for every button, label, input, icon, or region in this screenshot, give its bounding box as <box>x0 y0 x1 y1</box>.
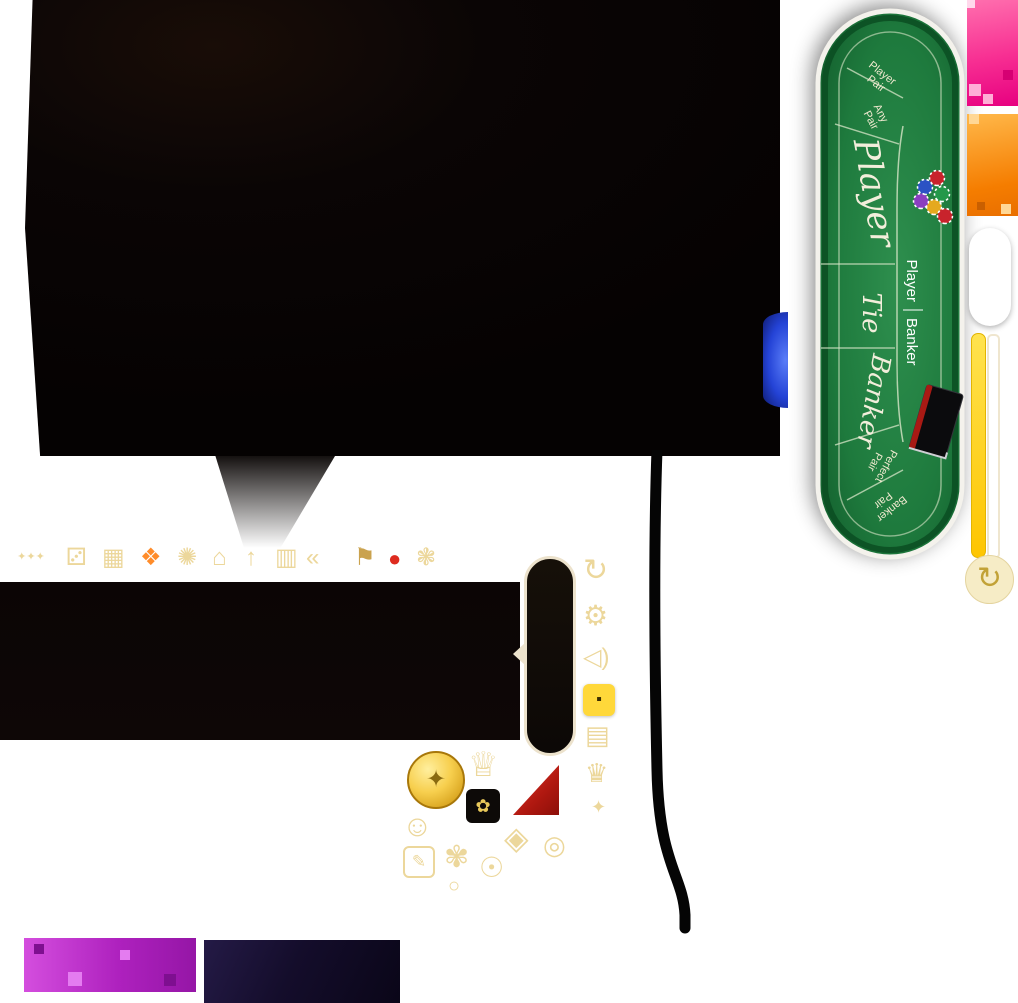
bet-dividers <box>821 67 904 501</box>
stats-icon[interactable]: ▥ <box>275 544 298 571</box>
chevrons-left-icon[interactable]: « <box>306 544 320 571</box>
table-inner-line <box>838 31 942 537</box>
target-icon[interactable]: ◎ <box>543 830 566 860</box>
cable-line <box>649 450 691 934</box>
sparkle-icon[interactable]: ✦ <box>591 797 607 817</box>
swap-view-button[interactable]: ↻ <box>965 555 1014 604</box>
chip-icon[interactable]: ❖ <box>140 544 162 571</box>
refresh-icon[interactable]: ↻ <box>583 554 609 587</box>
scroll-pill[interactable] <box>969 228 1011 326</box>
sound-icon[interactable]: ◁) <box>583 644 610 671</box>
arrow-up-icon[interactable]: ↑ <box>245 544 257 571</box>
settings-icon[interactable]: ⚙ <box>583 600 609 631</box>
bet-slider-track[interactable] <box>987 334 1000 559</box>
burst-icon[interactable]: ✺ <box>177 544 198 571</box>
table-stand-shadow <box>215 456 335 548</box>
pixel-decoration <box>967 0 975 8</box>
crown-icon[interactable]: ♛ <box>585 758 609 788</box>
pixel-decoration <box>969 84 981 96</box>
pin-icon[interactable]: ● <box>388 546 402 571</box>
gift-icon[interactable]: ✿ <box>466 789 500 823</box>
chips-stack <box>912 169 954 225</box>
navy-bar <box>204 940 400 1003</box>
smiley-icon[interactable]: ☺ <box>402 810 433 843</box>
badge-icon[interactable]: ☉ <box>479 852 505 883</box>
dice-icon[interactable]: ⚂ <box>66 544 87 571</box>
bet-band-line <box>896 125 904 443</box>
pixel-decoration <box>969 114 979 124</box>
flower-icon[interactable]: ✾ <box>444 841 470 874</box>
chips-icon[interactable]: ▤ <box>585 720 610 750</box>
center-banker-label: Banker <box>903 318 920 366</box>
blue-side-tab[interactable] <box>763 312 788 408</box>
bet-slider-fill[interactable] <box>971 333 986 558</box>
pixel-decoration <box>34 944 44 954</box>
pixel-decoration <box>983 94 993 104</box>
pink-panel <box>967 0 1018 106</box>
magenta-bar <box>24 938 196 992</box>
red-wedge <box>513 765 559 815</box>
orange-panel <box>967 114 1018 216</box>
pixel-decoration <box>1001 204 1011 214</box>
collapse-handle[interactable] <box>513 556 576 756</box>
pixel-decoration <box>977 202 985 210</box>
baccarat-table: Player Pair Any Pair Player Tie Banker P… <box>815 8 965 560</box>
video-feed <box>25 0 780 456</box>
pouch-icon[interactable]: ❃ <box>416 544 437 571</box>
edit-icon[interactable]: ✎ <box>403 846 435 878</box>
roadmap-panel <box>0 582 520 740</box>
flag-icon[interactable]: ⚑ <box>354 544 376 571</box>
confirm-icon[interactable]: ▪ <box>583 684 615 716</box>
table-rim <box>822 15 958 553</box>
pixel-decoration <box>1003 70 1013 80</box>
pixel-decoration <box>68 972 82 986</box>
grid-icon[interactable]: ▦ <box>102 544 125 571</box>
diamond-icon[interactable]: ◈ <box>504 820 529 856</box>
coin-icon[interactable]: ✦ <box>407 751 465 809</box>
center-player-label: Player <box>903 259 920 302</box>
pixel-decoration <box>164 974 176 986</box>
trophy-icon[interactable]: ♕ <box>468 746 499 784</box>
bank-icon[interactable]: ⌂ <box>212 544 227 571</box>
bet-tie[interactable]: Tie <box>856 292 886 333</box>
dot-icon[interactable]: ○ <box>448 875 461 897</box>
collapse-notch-icon <box>513 643 525 665</box>
sparkles-icon[interactable]: ✦✦✦ <box>17 551 45 563</box>
card-shoe <box>908 384 964 460</box>
pixel-decoration <box>120 950 130 960</box>
